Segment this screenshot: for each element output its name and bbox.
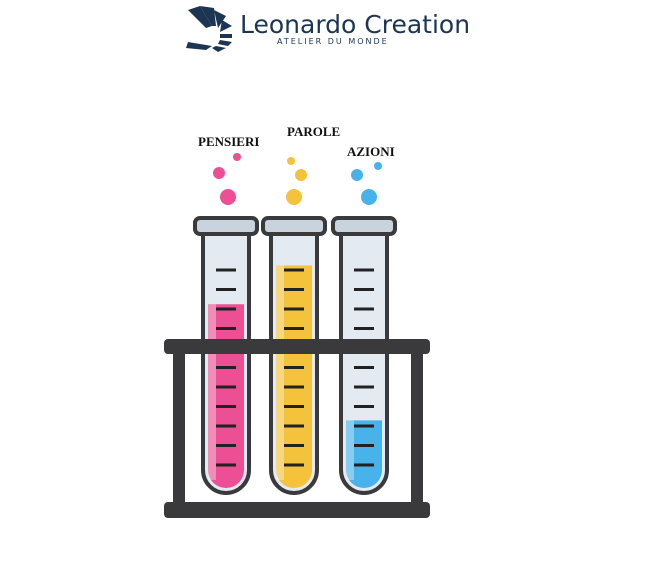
tube-rim (261, 216, 327, 236)
logo-title: Leonardo Creation (240, 10, 471, 39)
bubble (287, 157, 295, 165)
bubble (286, 189, 302, 205)
bubble (295, 169, 307, 181)
tube-highlight (208, 304, 216, 480)
rack-leg-right (411, 352, 423, 507)
rack-base (164, 502, 430, 518)
test-tube-pensieri (193, 153, 259, 495)
tube-liquid (276, 265, 312, 488)
tube-highlight (346, 420, 354, 480)
logo-icon (186, 6, 232, 52)
tube-label-parole: PAROLE (287, 124, 341, 139)
tube-rim (331, 216, 397, 236)
test-tube-parole (261, 157, 327, 495)
tube-liquid (346, 420, 382, 488)
bubble (374, 162, 382, 170)
bubble (361, 189, 377, 205)
bubble (351, 169, 363, 181)
bubble (220, 189, 236, 205)
tube-highlight (276, 265, 284, 480)
rack-top-bar (164, 339, 430, 354)
test-tube-azioni (331, 162, 397, 495)
rack-leg-left (173, 352, 185, 507)
tube-label-azioni: AZIONI (347, 144, 395, 159)
tube-label-pensieri: PENSIERI (198, 134, 260, 149)
logo-subtitle: ATELIER DU MONDE (277, 37, 389, 46)
bubble (213, 167, 225, 179)
bubble (233, 153, 241, 161)
tube-rim (193, 216, 259, 236)
